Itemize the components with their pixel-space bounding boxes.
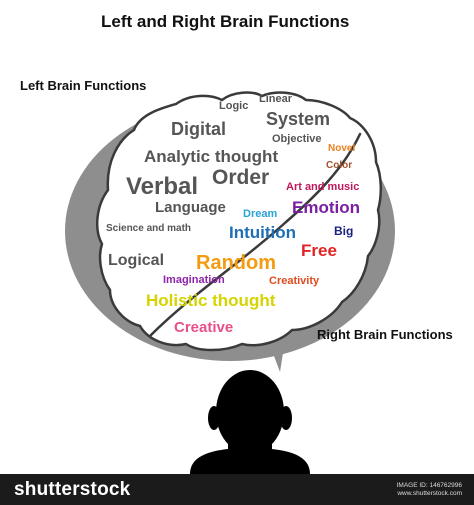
word-dream: Dream <box>243 208 278 220</box>
word-objective: Objective <box>272 133 322 145</box>
word-big: Big <box>334 224 354 238</box>
brain-outline <box>95 91 382 352</box>
word-logic: Logic <box>219 100 249 112</box>
word-art-and-music: Art and music <box>286 181 360 193</box>
word-logical: Logical <box>108 252 165 269</box>
word-color: Color <box>326 160 353 171</box>
hemisphere-divider <box>148 132 362 338</box>
word-free: Free <box>301 241 337 260</box>
brain-bubble-illustration <box>65 91 395 474</box>
right-brain-label: Right Brain Functions <box>317 327 453 342</box>
word-verbal: Verbal <box>126 173 199 200</box>
diagram-title: Left and Right Brain Functions <box>101 12 350 31</box>
footer-bar: shutterstock IMAGE ID: 146762996 www.shu… <box>0 474 474 505</box>
word-language: Language <box>155 199 226 216</box>
word-order: Order <box>212 166 270 189</box>
word-creativity: Creativity <box>269 275 320 287</box>
word-analytic-thought: Analytic thought <box>144 147 279 166</box>
footer-brand: shutterstock <box>14 479 131 500</box>
image-id-text: IMAGE ID: 146762996 <box>396 482 462 489</box>
footer-image-id: IMAGE ID: 146762996 www.shutterstock.com <box>397 482 462 498</box>
word-emotion: Emotion <box>292 198 360 217</box>
word-system: System <box>266 109 331 129</box>
site-text: www.shutterstock.com <box>397 490 462 497</box>
word-intuition: Intuition <box>229 223 297 242</box>
word-imagination: Imagination <box>163 274 225 286</box>
word-linear: Linear <box>259 93 293 105</box>
word-science-and-math: Science and math <box>106 223 192 234</box>
word-novel: Novel <box>328 143 356 154</box>
left-brain-label: Left Brain Functions <box>20 78 147 93</box>
word-holistic-thought: Holistic thought <box>146 291 276 310</box>
head-silhouette <box>190 370 310 474</box>
word-creative: Creative <box>174 319 234 336</box>
word-random: Random <box>196 252 276 274</box>
word-digital: Digital <box>171 119 227 139</box>
